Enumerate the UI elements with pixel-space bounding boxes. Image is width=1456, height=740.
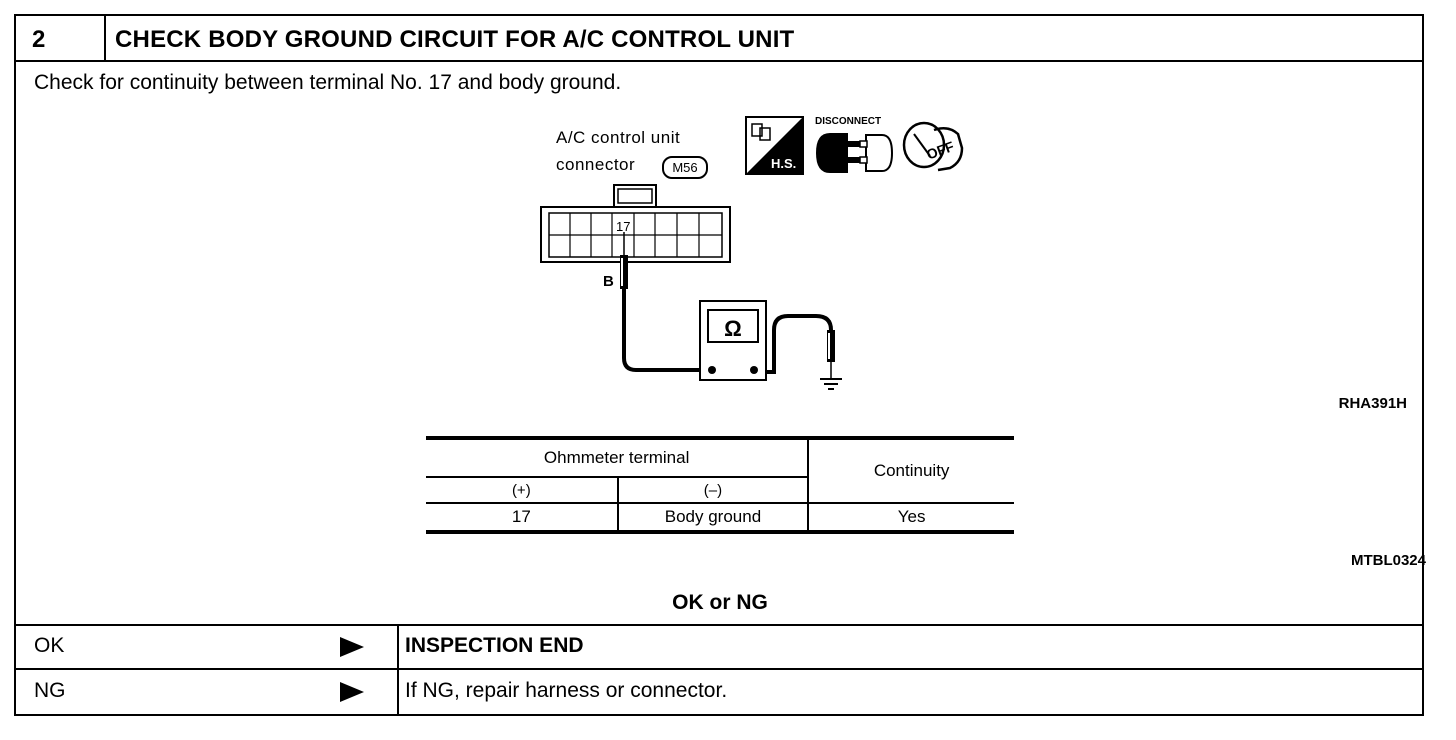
harness-side-icon	[745, 116, 804, 175]
result-label-ok: OK	[34, 634, 65, 657]
arrow-right-icon	[340, 637, 364, 657]
result-action-ng: If NG, repair harness or connector.	[405, 679, 728, 702]
lead-minus	[755, 314, 833, 374]
ignition-key-off-icon	[902, 121, 964, 172]
step-number: 2	[32, 26, 46, 53]
arrow-right-icon	[340, 682, 364, 702]
lead-plus	[622, 289, 712, 372]
header-divider	[14, 60, 1424, 62]
connector-id-badge: M56	[662, 156, 708, 179]
ground-symbol-icon	[820, 378, 842, 390]
results-column-divider	[397, 624, 399, 716]
table-ref: MTBL0324	[1350, 552, 1426, 569]
cell-minus: Body ground	[617, 502, 810, 534]
results-divider-mid	[14, 668, 1424, 670]
result-action-ok: INSPECTION END	[405, 634, 584, 657]
decision-label: OK or NG	[672, 591, 768, 614]
procedure-frame	[14, 14, 1424, 716]
table-header-row: Ohmmeter terminal Continuity	[426, 436, 1014, 503]
disconnect-label: DISCONNECT	[815, 116, 881, 127]
result-label-ng: NG	[34, 679, 66, 702]
instruction-text: Check for continuity between terminal No…	[34, 71, 622, 94]
cell-plus: 17	[426, 502, 619, 534]
terminal-number: 17	[616, 219, 630, 234]
connector-id: M56	[672, 160, 698, 175]
disconnect-icon	[816, 133, 894, 173]
cell-continuity: Yes	[808, 502, 1014, 534]
ohmmeter	[699, 300, 767, 381]
table-row: 17 Body ground Yes	[426, 502, 1014, 534]
connector-m56	[540, 184, 731, 263]
probe-minus	[827, 330, 835, 378]
header-ohmmeter-terminal: Ohmmeter terminal	[426, 436, 810, 477]
results-divider-top	[14, 624, 1424, 626]
header-step-divider	[104, 14, 106, 60]
connector-label-line2: connector	[556, 155, 636, 174]
table-subheader-row: (+) (–)	[426, 476, 1014, 503]
header-continuity: Continuity	[808, 436, 1014, 503]
connector-label-line1: A/C control unit	[556, 128, 681, 147]
step-title: CHECK BODY GROUND CIRCUIT FOR A/C CONTRO…	[115, 26, 795, 53]
ohm-symbol: Ω	[724, 316, 742, 341]
continuity-table: Ohmmeter terminal Continuity (+) (–) 17 …	[426, 436, 1014, 534]
probe-plus	[620, 232, 628, 289]
figure-ref: RHA391H	[1338, 395, 1407, 412]
wire-color-label: B	[603, 273, 614, 290]
header-minus: (–)	[617, 476, 810, 503]
hs-label: H.S.	[771, 156, 796, 171]
header-plus: (+)	[426, 476, 619, 503]
